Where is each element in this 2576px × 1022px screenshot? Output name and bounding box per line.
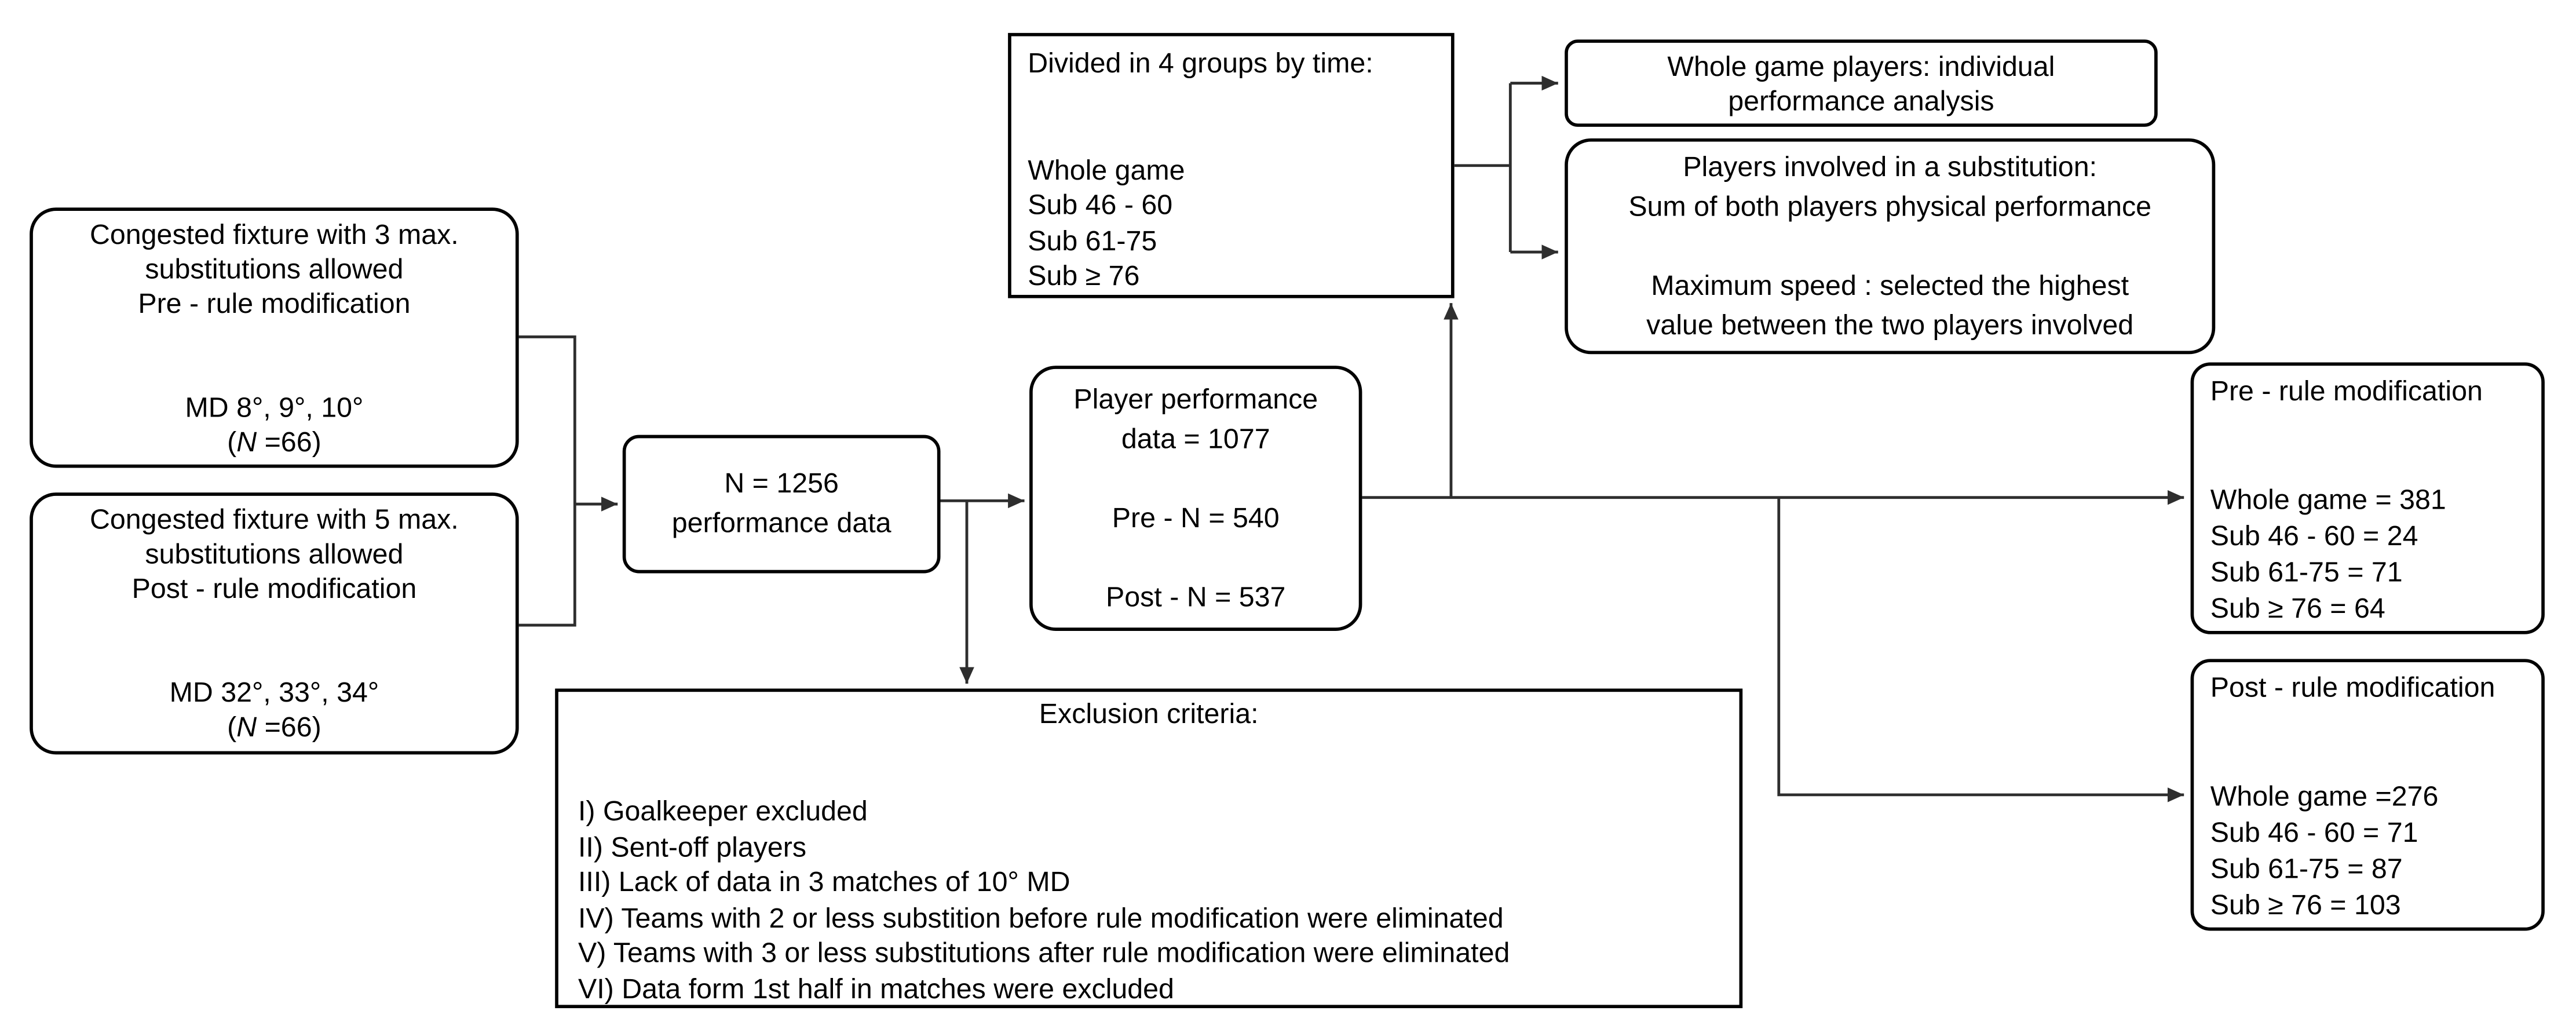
text-line: Sub 61-75 = 87 [2210, 853, 2403, 885]
text-line [2210, 410, 2531, 447]
node-n-total-performance-data: N = 1256 performance data [622, 435, 941, 574]
text-line: (N =66) [227, 711, 321, 743]
text-line: Player performance [1073, 383, 1318, 415]
text-line: II) Sent-off players [578, 831, 807, 863]
connector-merge-bracket [518, 335, 576, 627]
text-line [43, 606, 506, 641]
text-line: Players involved in a substitution: [1683, 151, 2098, 183]
text-line: Pre - N = 540 [1112, 501, 1280, 533]
text-line: Sub 61-75 = 71 [2210, 557, 2403, 589]
text-line [2210, 447, 2531, 483]
text-line [1578, 227, 2202, 266]
text-line: Sub ≥ 76 = 64 [2210, 593, 2385, 625]
text-line: performance analysis [1728, 85, 1994, 116]
text-line [1028, 117, 1434, 152]
text-line: Sub ≥ 76 = 103 [2210, 889, 2401, 921]
node-post-rule-results: Post - rule modification Whole game =276… [2190, 659, 2545, 931]
text-line: substitutions allowed [145, 538, 404, 570]
text-line: Sub ≥ 76 [1028, 260, 1140, 292]
text-line [2210, 707, 2531, 743]
node-player-performance-data: Player performance data = 1077 Pre - N = … [1029, 366, 1362, 631]
node-pre-rule-results: Pre - rule modification Whole game = 381… [2190, 362, 2545, 634]
text-line: Sub 46 - 60 = 71 [2210, 817, 2418, 849]
text-line: Whole game [1028, 154, 1185, 185]
text-line: Post - rule modification [2210, 672, 2495, 704]
text-line: III) Lack of data in 3 matches of 10° MD [578, 866, 1070, 898]
text-line: Congested fixture with 5 max. [90, 504, 459, 536]
text-line: Congested fixture with 3 max. [90, 219, 459, 251]
text-line: Maximum speed : selected the highest [1651, 269, 2129, 301]
text-line: MD 32°, 33°, 34° [169, 677, 379, 709]
text-line: VI) Data form 1st half in matches were e… [578, 972, 1174, 1004]
connector-down-to-post-results [1777, 497, 2184, 802]
text-line [43, 321, 506, 356]
text-line: Sub 46 - 60 = 24 [2210, 520, 2418, 552]
text-line: (N =66) [227, 426, 321, 458]
text-line: Post - N = 537 [1106, 581, 1286, 612]
text-line: MD 8°, 9°, 10° [185, 392, 364, 424]
text-line: Pre - rule modification [2210, 375, 2483, 407]
text-line: I) Goalkeeper excluded [578, 795, 868, 827]
text-line: V) Teams with 3 or less substitutions af… [578, 937, 1510, 969]
text-line [1028, 82, 1434, 117]
text-line [43, 356, 506, 390]
text-line: Sub 46 - 60 [1028, 189, 1173, 221]
text-line: Whole game =276 [2210, 780, 2439, 812]
text-line: Sub 61-75 [1028, 225, 1157, 257]
exclusion-criteria-title: Exclusion criteria: [1039, 698, 1259, 730]
text-line [2210, 743, 2531, 779]
node-substitution-players: Players involved in a substitution: Sum o… [1565, 138, 2216, 355]
text-line: substitutions allowed [145, 253, 404, 285]
node-exclusion-criteria: Exclusion criteria: I) Goalkeeper exclud… [555, 688, 1743, 1009]
text-line: Pre - rule modification [138, 288, 411, 320]
text-line: N = 1256 [724, 468, 839, 499]
text-line: IV) Teams with 2 or less substition befo… [578, 901, 1504, 933]
text-line: data = 1077 [1121, 422, 1270, 454]
text-line: Sum of both players physical performance [1628, 190, 2152, 222]
text-line: Whole game players: individual [1667, 50, 2055, 82]
text-line [1043, 538, 1349, 577]
text-line: performance data [671, 507, 891, 539]
text-line [1043, 459, 1349, 498]
node-congested-fixture-5-max: Congested fixture with 5 max.substitutio… [30, 492, 519, 755]
text-line: value between the two players involved [1646, 309, 2134, 341]
text-line [43, 641, 506, 676]
text-line: Divided in 4 groups by time: [1028, 48, 1373, 79]
node-congested-fixture-3-max: Congested fixture with 3 max.substitutio… [30, 207, 519, 468]
text-line: Whole game = 381 [2210, 484, 2446, 516]
text-line: Post - rule modification [131, 573, 417, 605]
